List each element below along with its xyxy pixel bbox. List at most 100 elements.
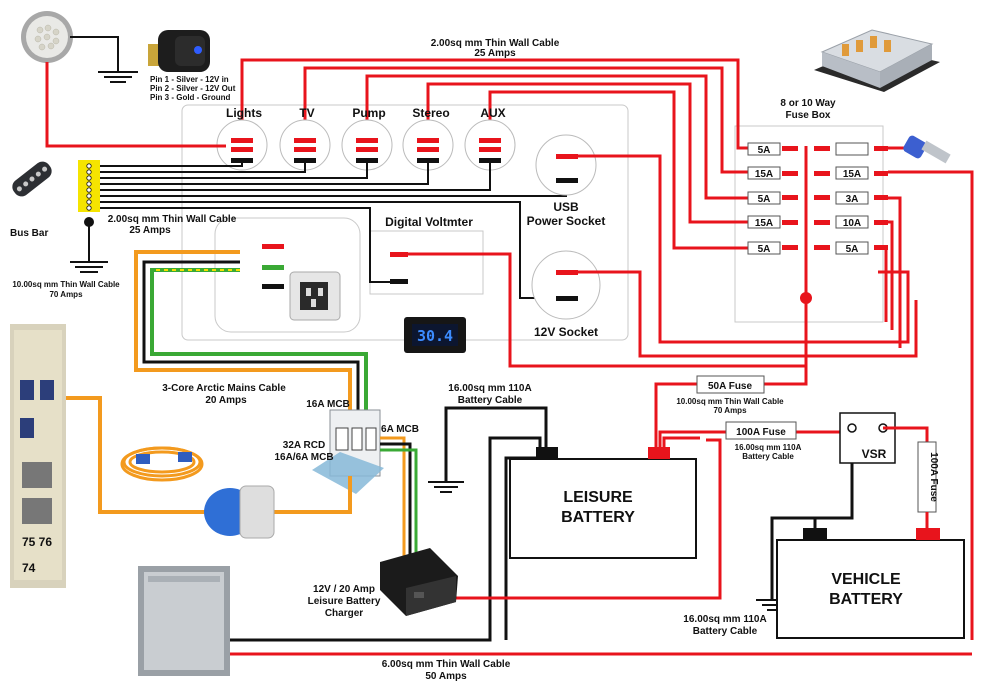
fuse-row-left: 5A 15A 5A 15A 5A <box>747 142 781 255</box>
leisure-ground-symbol <box>428 481 464 493</box>
fuse100-vertical: 100A Fuse <box>917 441 939 513</box>
socket-12v-label: 12V Socket <box>534 325 598 339</box>
led-light <box>21 11 73 63</box>
fuse100: 100A Fuse <box>725 421 797 440</box>
mains-orange-wires <box>134 250 368 412</box>
switch-label-lights: Lights <box>226 106 262 120</box>
socket-12v <box>531 250 601 320</box>
fuse-right-3: 3A <box>846 194 859 205</box>
fuse-left-1: 5A <box>758 145 771 156</box>
spade-connector-photo <box>903 135 951 164</box>
rcd-label-line2: 16A/6A MCB <box>274 452 333 463</box>
switch-note-pin1: Pin 1 - Silver - 12V in <box>150 75 229 84</box>
charger-photo <box>380 548 458 616</box>
cable-reel-photo <box>120 446 204 482</box>
battery-cable-bottom-spec: 16.00sq mm 110A <box>683 614 766 625</box>
fuse-box-photo <box>814 29 940 92</box>
bottom-cable-spec: 6.00sq mm Thin Wall Cable <box>382 659 511 670</box>
fuse-box-label-line1: 8 or 10 Way <box>780 98 836 109</box>
fuse100-cable-rating: Battery Cable <box>742 452 794 461</box>
fuse100-label: 100A Fuse <box>736 427 786 438</box>
voltmeter-label: Digital Voltmter <box>385 215 473 229</box>
vehicle-battery: VEHICLE BATTERY <box>776 528 965 639</box>
light-ground-symbol <box>98 71 138 83</box>
busbar-cable-spec: 10.00sq mm Thin Wall Cable <box>12 280 120 289</box>
switch-note-pin3: Pin 3 - Gold - Ground <box>150 93 231 102</box>
hookup-cable <box>64 396 210 514</box>
accessory-red-wires <box>408 154 918 368</box>
charger-feed-wires <box>380 436 418 560</box>
usb-socket <box>535 134 597 196</box>
leisure-battery-label-line1: LEISURE <box>563 489 633 506</box>
fuse-row-right: 15A 3A 10A 5A <box>835 142 869 255</box>
switch-lights[interactable] <box>216 119 268 171</box>
leisure-battery: LEISURE BATTERY <box>509 447 697 559</box>
switch-label-pump: Pump <box>352 106 385 120</box>
switch-label-tv: TV <box>299 106 314 120</box>
hookup-numbers-line1: 75 76 <box>22 535 52 549</box>
voltmeter-reading: 30.4 <box>417 327 453 345</box>
charger-label-line2: Leisure Battery <box>308 596 381 607</box>
hookup-numbers-line2: 74 <box>22 561 36 575</box>
switch-labels: Lights TV Pump Stereo AUX <box>226 106 506 120</box>
fuse100-cable-spec: 16.00sq mm 110A <box>735 443 802 452</box>
fridge-photo <box>138 566 230 676</box>
bottom-cable-rating: 50 Amps <box>425 671 467 681</box>
switch-label-stereo: Stereo <box>412 106 449 120</box>
charger-red-wires <box>230 436 972 656</box>
fuse100-wire <box>658 430 840 450</box>
fuse-box-right-wires <box>884 146 974 640</box>
mid-cable-spec: 2.00sq mm Thin Wall Cable <box>108 214 237 225</box>
fuse-left-3: 5A <box>758 194 771 205</box>
battery-cable-top-type: Battery Cable <box>458 395 523 406</box>
fuse-left-5: 5A <box>758 244 771 255</box>
vsr-label: VSR <box>862 447 887 461</box>
rocker-switch-photo <box>148 30 210 72</box>
fuse-right-4: 10A <box>843 218 861 229</box>
fuse-box: 5A 15A 5A 15A 5A 15A 3A 10A 5A <box>747 142 888 304</box>
top-cable-spec: 2.00sq mm Thin Wall Cable <box>431 38 560 49</box>
vehicle-negative-wire <box>790 516 817 530</box>
hookup-to-rcd-cable <box>272 476 352 514</box>
rcd-label-line1: 32A RCD <box>283 440 325 451</box>
fuse-left-4: 15A <box>755 218 773 229</box>
fuse-box-label-line2: Fuse Box <box>785 110 830 121</box>
fuse50-label: 50A Fuse <box>708 381 753 392</box>
mains-socket-connectors <box>262 244 284 289</box>
light-feed-wire <box>45 62 226 148</box>
bus-bar-photo <box>12 161 52 197</box>
mains-cable-spec: 3-Core Arctic Mains Cable <box>162 383 286 394</box>
fuse50-wire <box>654 304 808 450</box>
charger-label-line3: Charger <box>325 608 363 619</box>
switch-label-aux: AUX <box>480 106 505 120</box>
top-cable-rating: 25 Amps <box>474 48 516 59</box>
usb-label-line1: USB <box>553 200 579 214</box>
bus-bar-label: Bus Bar <box>10 228 48 239</box>
mains-cable-rating: 20 Amps <box>205 395 247 406</box>
fuse-right-2: 15A <box>843 169 861 180</box>
charger-label-line1: 12V / 20 Amp <box>313 584 375 595</box>
rcd-unit <box>312 409 384 494</box>
blue-plug-photo <box>204 485 275 539</box>
bus-bar <box>70 160 108 273</box>
mid-cable-rating: 25 Amps <box>129 225 171 236</box>
fuse100-vertical-label: 100A Fuse <box>928 452 939 502</box>
battery-cable-bottom-type: Battery Cable <box>693 626 758 637</box>
voltmeter-photo: 30.4 <box>404 317 466 353</box>
usb-label-line2: Power Socket <box>527 214 606 228</box>
vehicle-battery-label-line2: BATTERY <box>829 591 903 608</box>
switch-row <box>216 119 516 171</box>
vsr-output-wire <box>883 426 929 442</box>
leisure-negative-wires <box>230 406 554 642</box>
leisure-battery-label-line2: BATTERY <box>561 509 635 526</box>
switch-note-pin2: Pin 2 - Silver - 12V Out <box>150 84 236 93</box>
mcb16-label: 16A MCB <box>306 399 350 410</box>
top-red-wires <box>240 58 748 250</box>
mcb6-label: 6A MCB <box>381 424 419 435</box>
light-ground-wire <box>70 36 119 72</box>
fuse-left-2: 15A <box>755 169 773 180</box>
vehicle-battery-label-line1: VEHICLE <box>831 571 901 588</box>
mains-socket-photo <box>289 271 341 321</box>
hookup-post-photo <box>10 324 66 588</box>
